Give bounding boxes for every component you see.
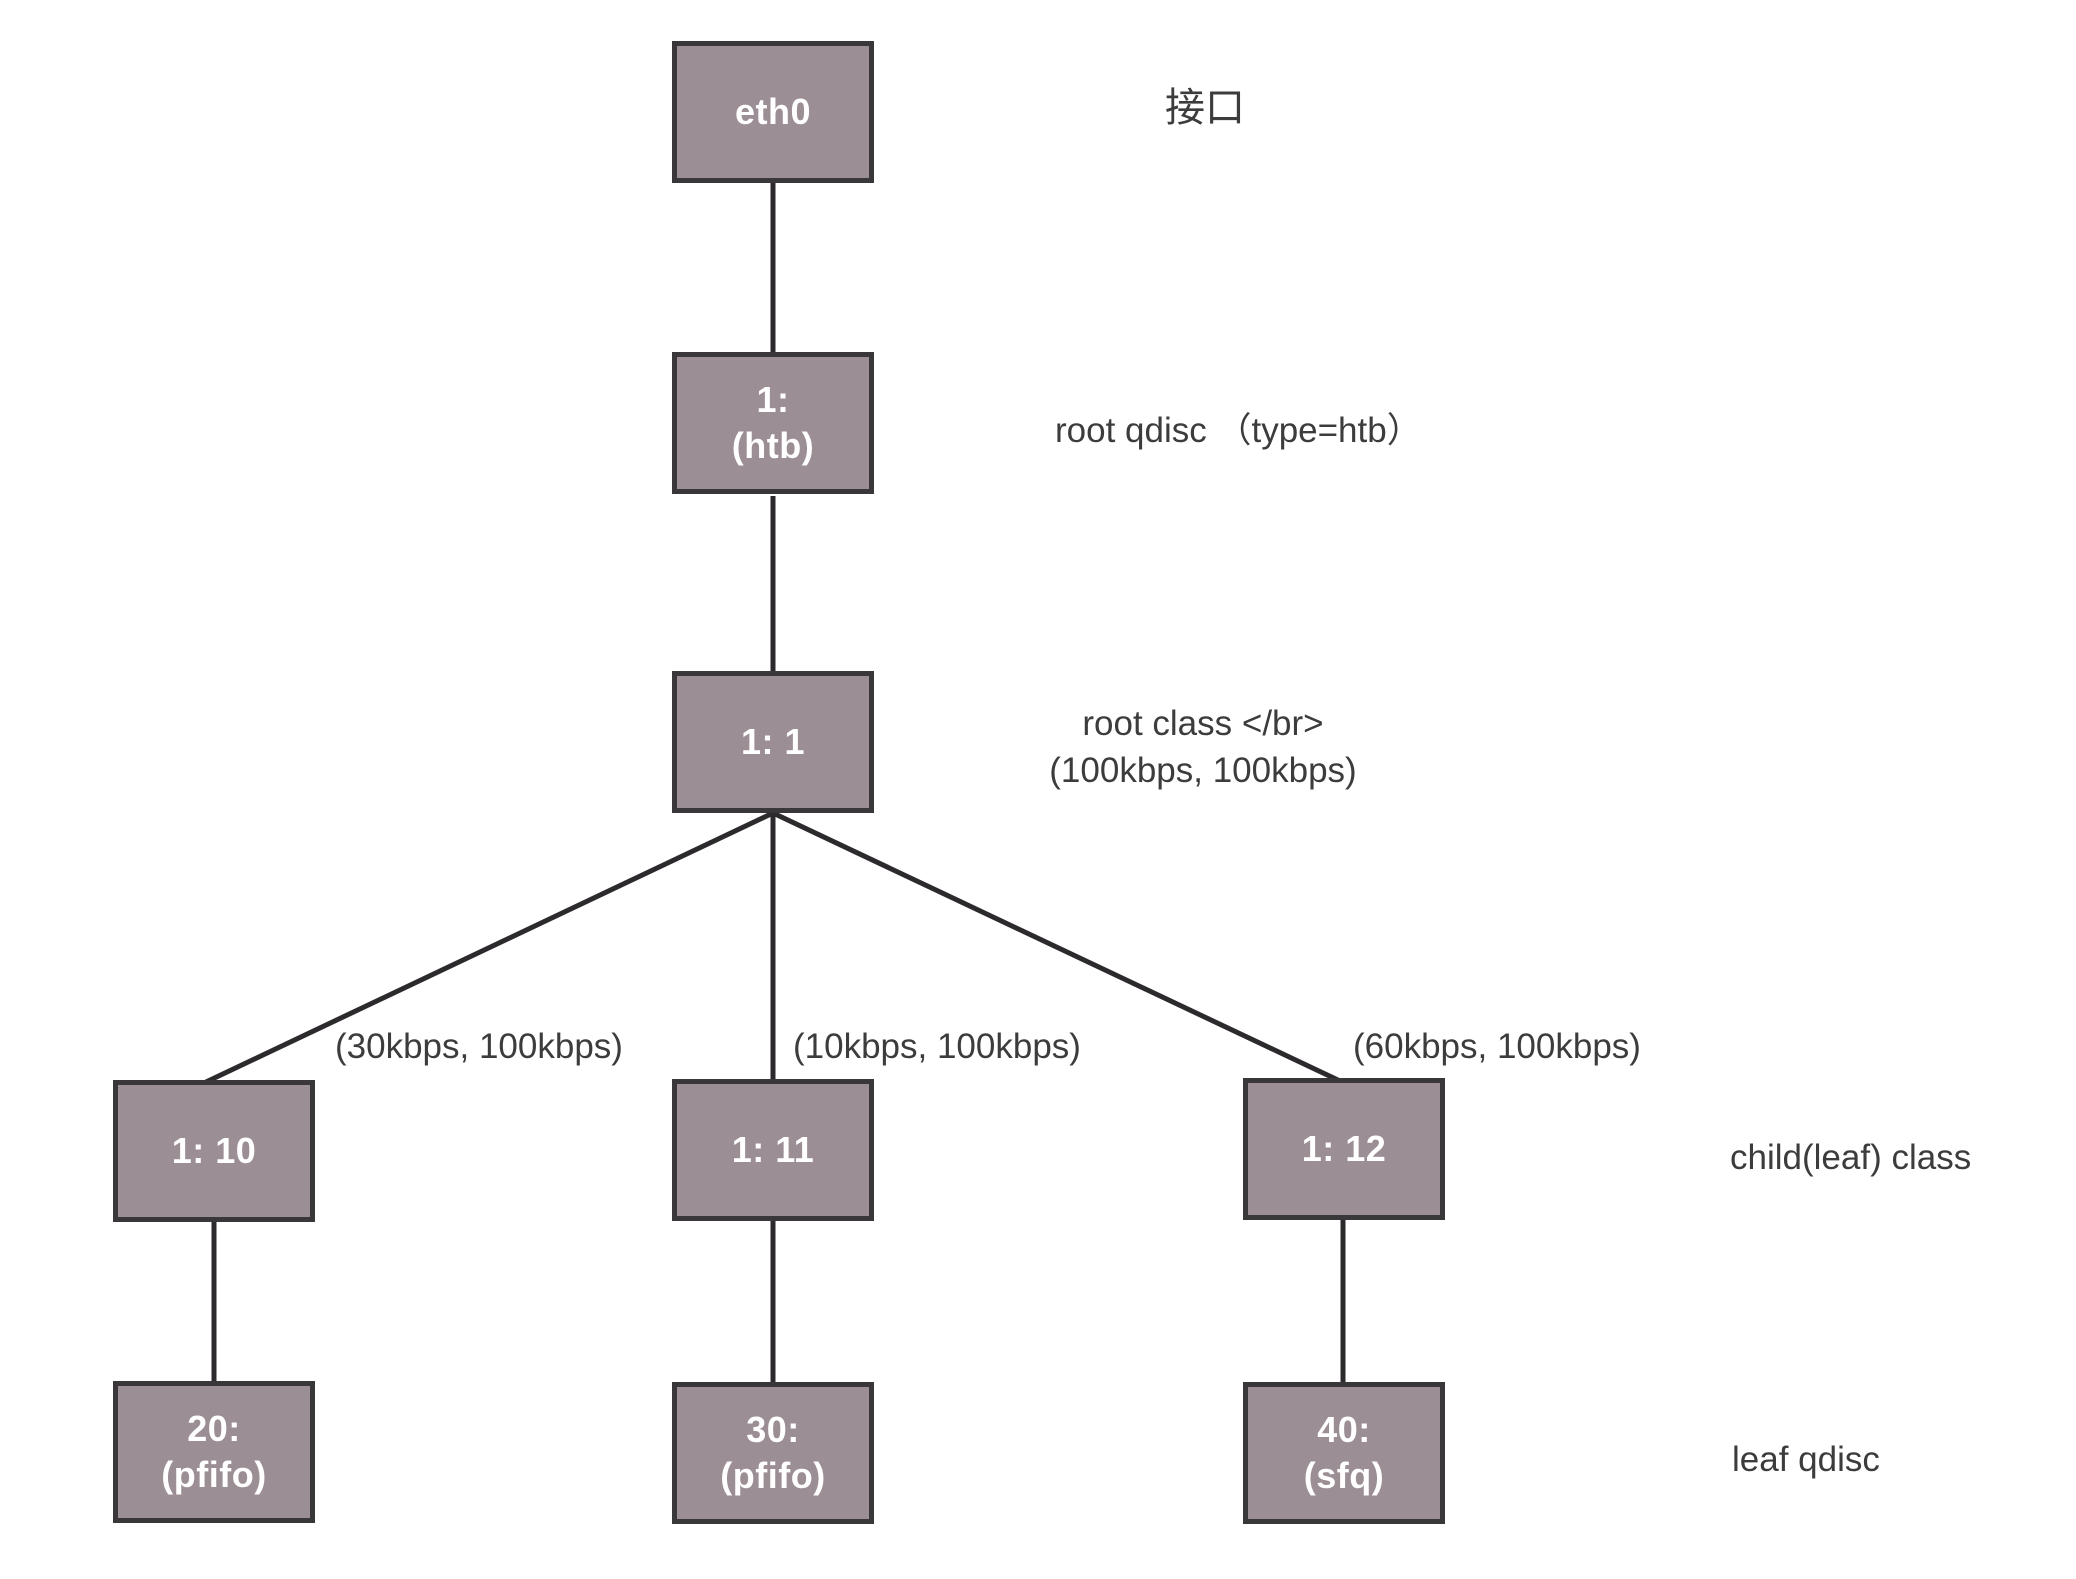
node-qdisc-30-line2: (pfifo) xyxy=(720,1455,826,1496)
annotation-root-class: root class </br> (100kbps, 100kbps) xyxy=(1020,700,1386,794)
annotation-interface: 接口 xyxy=(1165,86,1245,130)
node-root-qdisc: 1: (htb) xyxy=(672,352,874,494)
node-root-class: 1: 1 xyxy=(672,671,874,813)
annotation-leaf-qdisc: leaf qdisc xyxy=(1732,1440,1880,1479)
node-qdisc-20-line2: (pfifo) xyxy=(161,1454,267,1495)
node-qdisc-20-line1: 20: xyxy=(187,1408,241,1449)
edge-root-class-to-class-10 xyxy=(204,810,775,1085)
node-qdisc-40-line2: (sfq) xyxy=(1303,1455,1385,1496)
annotation-root-class-line1: root class </br> xyxy=(1082,704,1324,743)
edge-label-class-11: (10kbps, 100kbps) xyxy=(793,1027,1081,1066)
node-root-qdisc-line1: 1: xyxy=(756,379,790,420)
node-class-1-11: 1: 11 xyxy=(672,1079,874,1221)
node-qdisc-40-line1: 40: xyxy=(1317,1409,1371,1450)
node-class-1-11-label: 1: 11 xyxy=(731,1129,815,1170)
annotation-root-class-line2: (100kbps, 100kbps) xyxy=(1049,751,1357,790)
node-qdisc-30: 30: (pfifo) xyxy=(672,1382,874,1524)
annotation-child-class: child(leaf) class xyxy=(1730,1138,1972,1177)
node-qdisc-20: 20: (pfifo) xyxy=(113,1381,315,1523)
edge-root-class-to-class-12 xyxy=(771,810,1342,1084)
node-qdisc-30-line1: 30: xyxy=(746,1409,800,1450)
node-class-1-10: 1: 10 xyxy=(113,1080,315,1222)
annotation-root-qdisc: root qdisc （type=htb） xyxy=(1055,411,1422,450)
node-class-1-10-label: 1: 10 xyxy=(171,1130,257,1171)
node-root-qdisc-line2: (htb) xyxy=(731,425,815,466)
node-eth0-label: eth0 xyxy=(734,91,812,132)
edge-label-class-10: (30kbps, 100kbps) xyxy=(335,1027,623,1066)
edge-label-class-12: (60kbps, 100kbps) xyxy=(1353,1027,1641,1066)
node-class-1-12-label: 1: 12 xyxy=(1301,1128,1387,1169)
node-class-1-12: 1: 12 xyxy=(1243,1078,1445,1220)
node-qdisc-40: 40: (sfq) xyxy=(1243,1382,1445,1524)
node-root-class-label: 1: 1 xyxy=(740,721,806,762)
node-eth0: eth0 xyxy=(672,41,874,183)
